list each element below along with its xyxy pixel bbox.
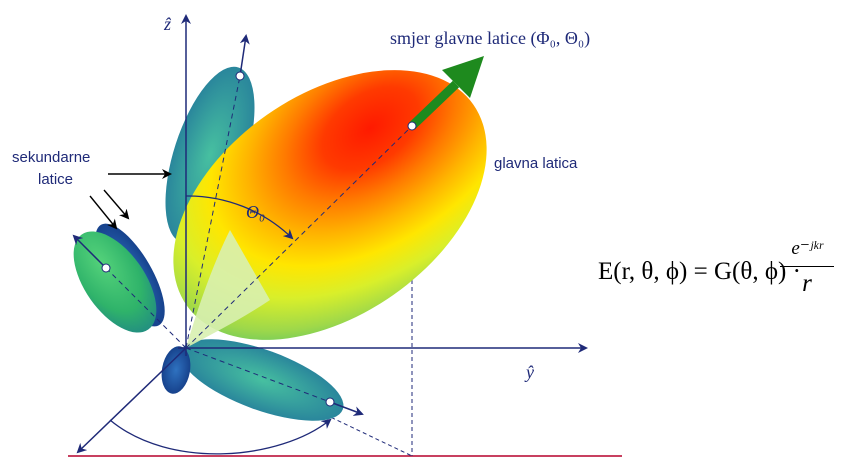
x-axis (76, 347, 187, 454)
side-lobe-lower-small (161, 346, 191, 394)
formula-fraction: e⁻ʲᵏʳ r (780, 238, 834, 297)
fraction-bar (780, 266, 834, 267)
side-lobes-label-line2: latice (38, 171, 73, 188)
upper-lobe-arrow (239, 34, 250, 77)
formula-lhs: E(r, θ, ϕ) = G(θ, ϕ) · (598, 258, 801, 285)
left-lobe-arrow (72, 234, 107, 269)
lower-lobe-axis (185, 347, 331, 403)
phi0-arc (109, 418, 332, 455)
side-lobe-lower-right (180, 339, 344, 421)
upper-lobe-axis (185, 75, 241, 349)
lower-lobe-dot (325, 397, 335, 407)
main-direction-label: smjer glavne latice (Φ₀, Θ₀) (390, 28, 590, 49)
y-axis-label: ŷ (524, 362, 534, 382)
main-lobe-dot (407, 121, 417, 131)
main-lobe-axis (185, 125, 413, 349)
upper-lobe-dot (235, 71, 245, 81)
theta0-arc (185, 195, 294, 240)
main-lobe-neck (186, 230, 270, 348)
left-lobe-axis (105, 267, 187, 349)
main-lobe-label: glavna latica (494, 155, 578, 172)
theta0-label: Θ₀ (246, 202, 265, 222)
main-direction-arrowhead (442, 56, 484, 98)
formula-denominator: r (802, 270, 812, 297)
side-lobe-upper-teal (165, 66, 255, 244)
formula-numerator: e⁻ʲᵏʳ (791, 238, 823, 259)
z-axis-label: ẑ (163, 14, 172, 34)
lower-lobe-arrow (329, 401, 364, 416)
main-direction-arrow (408, 80, 460, 130)
field-formula: E(r, θ, ϕ) = G(θ, ϕ) · e⁻ʲᵏʳ r (598, 238, 838, 318)
side-lobe-pointer-1 (89, 195, 118, 230)
left-lobe-dot (101, 263, 111, 273)
side-lobes-label-line1: sekundarne (12, 149, 90, 166)
side-lobe-pointer-2 (103, 189, 130, 220)
